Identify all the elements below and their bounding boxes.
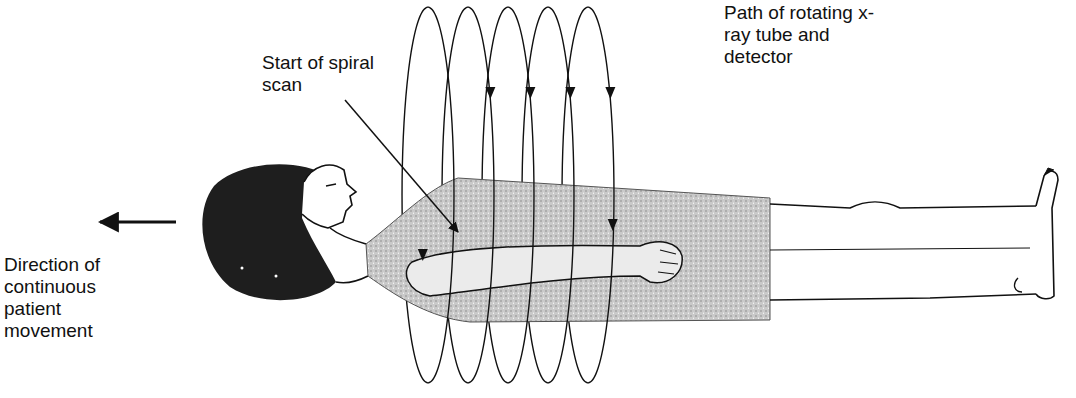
leader-line <box>345 100 458 232</box>
direction-arrow <box>100 221 176 224</box>
spiral-loop <box>428 7 454 383</box>
arm <box>406 242 682 296</box>
arrowhead <box>608 219 618 231</box>
feet <box>1036 171 1058 299</box>
scan-region <box>366 178 770 322</box>
spiral-path <box>418 7 618 383</box>
arrowhead <box>605 87 615 99</box>
label: Start of spiral scan <box>262 52 374 96</box>
arrowhead <box>485 87 495 99</box>
spiral-loop <box>468 7 494 383</box>
spiral-loop <box>588 7 614 383</box>
arrowhead <box>418 249 428 261</box>
spiral-loop <box>548 7 574 383</box>
label: Path of rotating x-ray tube and detector <box>724 2 892 68</box>
face <box>302 165 356 228</box>
spiral-loop <box>402 7 428 383</box>
spiral-loop <box>508 7 534 383</box>
legs <box>770 202 1038 208</box>
arrowhead <box>565 87 575 99</box>
arrowhead <box>525 87 535 99</box>
label: Direction of continuous patient movement <box>4 254 136 342</box>
